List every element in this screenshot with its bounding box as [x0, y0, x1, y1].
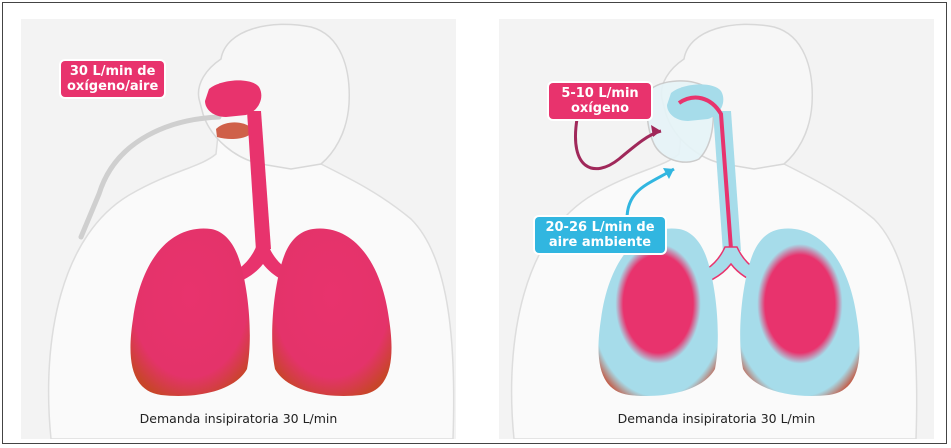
air-label-line2: aire ambiente [541, 235, 659, 250]
oxygen-flow-label: 5-10 L/min oxígeno [549, 83, 651, 119]
ambient-air-flow-label: 20-26 L/min de aire ambiente [535, 217, 665, 253]
oxygen-label-line2: oxígeno [555, 101, 645, 116]
flow-label-line2: oxígeno/aire [67, 79, 158, 94]
left-panel-high-flow: 30 L/min de oxígeno/aire Demanda insipir… [21, 19, 456, 439]
right-panel-low-flow: 5-10 L/min oxígeno 20-26 L/min de aire a… [499, 19, 934, 439]
right-caption: Demanda insipiratoria 30 L/min [499, 411, 934, 426]
left-caption: Demanda insipiratoria 30 L/min [21, 411, 456, 426]
flow-label-oxygen-air: 30 L/min de oxígeno/aire [61, 61, 164, 97]
oxygen-label-line1: 5-10 L/min [555, 86, 645, 101]
air-label-line1: 20-26 L/min de [541, 220, 659, 235]
flow-label-line1: 30 L/min de [67, 64, 158, 79]
